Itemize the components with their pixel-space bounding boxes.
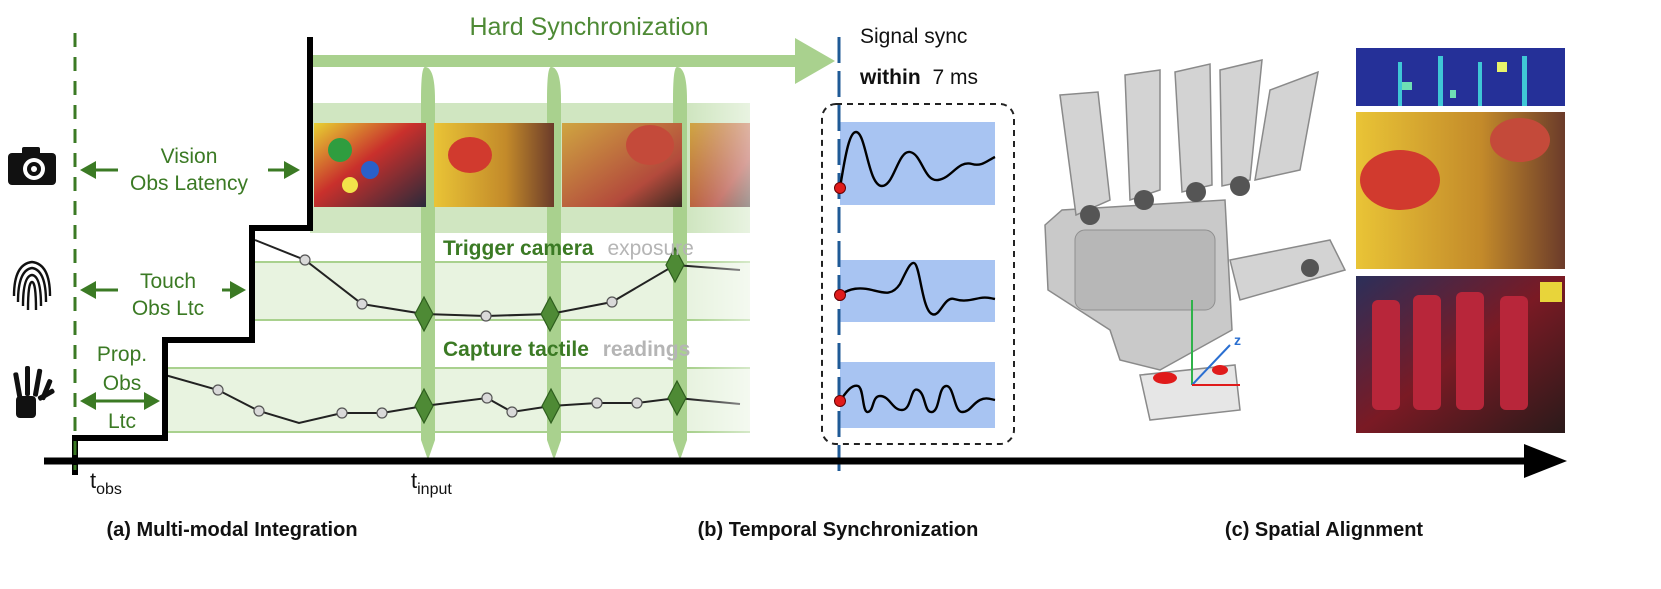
prop-point bbox=[253, 405, 265, 417]
hard-sync-arrowhead bbox=[795, 38, 835, 84]
touch-latency-label-1: Touch bbox=[140, 270, 196, 293]
fade-overlay bbox=[690, 95, 805, 440]
touch-band bbox=[255, 262, 750, 320]
t-obs-base: t bbox=[90, 468, 96, 493]
latency-arrows bbox=[80, 161, 300, 410]
caption-b: (b) Temporal Synchronization bbox=[698, 519, 979, 541]
t-input-sub: input bbox=[417, 481, 452, 498]
vision-latency-label-1: Vision bbox=[161, 145, 218, 168]
caption-c: (c) Spatial Alignment bbox=[1225, 519, 1424, 541]
prop-latency-label-3: Ltc bbox=[108, 410, 136, 433]
signal-sync-within: within 7 ms bbox=[859, 66, 978, 89]
temporal-sync-panel: Signal sync within 7 ms bbox=[821, 25, 1015, 475]
chip-bag-logo bbox=[1360, 150, 1440, 210]
touch-sync-diamond bbox=[414, 295, 434, 333]
touch-latency-label-2: Obs Ltc bbox=[132, 297, 204, 320]
prop-band bbox=[165, 368, 750, 432]
prop-point bbox=[336, 407, 348, 419]
prop-latency-label-1: Prop. bbox=[97, 343, 147, 366]
red-indicator bbox=[1212, 365, 1228, 375]
touch-signal bbox=[254, 239, 741, 333]
robot-hand-icon bbox=[13, 366, 55, 418]
capture-tactile-label: Capture tactile readings bbox=[443, 338, 690, 361]
t-obs-sub: obs bbox=[96, 481, 122, 498]
signal-panel-3 bbox=[840, 362, 995, 428]
capture-tactile-bold: Capture tactile bbox=[443, 338, 589, 361]
signal-waveform-3 bbox=[839, 384, 996, 414]
prop-point bbox=[481, 392, 493, 404]
prop-sync-diamond bbox=[667, 379, 687, 417]
t-input-base: t bbox=[411, 468, 417, 493]
prop-point bbox=[591, 397, 603, 409]
signal-sync-within-bold: within bbox=[859, 66, 921, 89]
camera-icon bbox=[8, 147, 56, 185]
t-obs-label: tobs bbox=[90, 468, 122, 498]
signal-waveform-1 bbox=[838, 130, 996, 189]
prop-sync-diamond bbox=[414, 387, 434, 425]
tactile-heatmap bbox=[1356, 48, 1565, 106]
hard-sync-bar bbox=[310, 55, 800, 67]
trigger-camera-label: Trigger camera exposure bbox=[443, 237, 694, 260]
trigger-camera-bold: Trigger camera bbox=[443, 237, 594, 260]
robot-hand-render: z bbox=[1044, 59, 1347, 421]
caption-a: (a) Multi-modal Integration bbox=[106, 519, 357, 541]
touch-point bbox=[480, 310, 492, 322]
spatial-alignment-panel: z bbox=[1044, 48, 1565, 433]
trigger-camera-light: exposure bbox=[607, 237, 693, 260]
signal-start-dot bbox=[834, 289, 846, 301]
prop-point bbox=[212, 384, 224, 396]
prop-point bbox=[506, 406, 518, 418]
signal-waveform-2 bbox=[839, 261, 996, 316]
signal-sync-value: 7 ms bbox=[933, 66, 979, 89]
t-input-label: tinput bbox=[411, 468, 452, 498]
signal-box bbox=[821, 103, 1015, 445]
prop-point bbox=[376, 407, 388, 419]
fingertip-blob bbox=[1490, 118, 1550, 162]
signal-sync-label: Signal sync bbox=[860, 25, 967, 48]
signal-start-dot bbox=[834, 395, 846, 407]
fingerprint-icon bbox=[12, 260, 52, 311]
red-indicator bbox=[1153, 372, 1177, 384]
vision-latency-label-2: Obs Latency bbox=[130, 172, 248, 195]
multimodal-panel: Hard Synchronization Vision Obs Latency … bbox=[8, 13, 835, 475]
signal-start-dot bbox=[834, 182, 846, 194]
hard-sync-title: Hard Synchronization bbox=[469, 13, 708, 41]
capture-tactile-light: readings bbox=[603, 338, 691, 361]
touch-sync-diamond bbox=[540, 295, 560, 333]
touch-point bbox=[606, 296, 618, 308]
prop-point bbox=[631, 397, 643, 409]
toy-yellow bbox=[1540, 282, 1562, 302]
finger-pads bbox=[1372, 292, 1528, 410]
prop-latency-label-2: Obs bbox=[103, 372, 142, 395]
latency-staircase bbox=[72, 37, 313, 475]
prop-signal bbox=[164, 374, 741, 425]
touch-point bbox=[356, 298, 368, 310]
z-axis-label: z bbox=[1234, 332, 1241, 348]
time-axis: tobs tinput bbox=[44, 444, 1567, 498]
prop-sync-diamond bbox=[541, 387, 561, 425]
touch-sync-diamond bbox=[665, 246, 685, 284]
touch-point bbox=[299, 254, 311, 266]
